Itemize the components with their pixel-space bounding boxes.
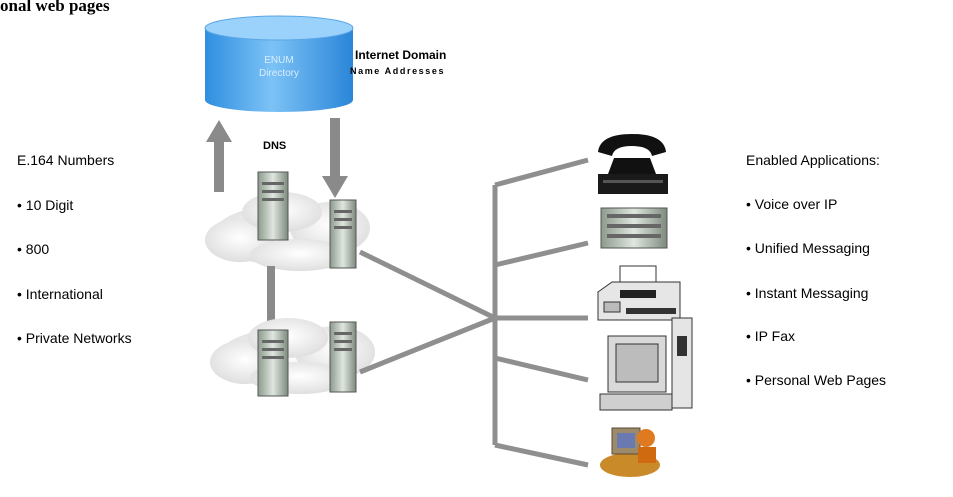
directory-label-line1: ENUM [264,55,294,66]
right-list-item: • Unified Messaging [746,240,870,256]
enum-directory-cylinder [204,15,354,112]
left-list-heading: E.164 Numbers [17,152,115,168]
computer-icon [599,317,693,411]
server-icon [329,321,357,393]
connection-lines [358,157,589,468]
cloud-link-line [267,266,275,332]
domain-label-line2: Name Addresses [350,66,446,76]
domain-label-line1: Internet Domain [355,48,447,62]
telephone-icon [598,134,668,194]
right-list-item: • Personal Web Pages [746,372,887,388]
server-icon [257,329,289,397]
fax-machine-icon [597,265,681,321]
right-list-item: • Voice over IP [746,196,838,212]
person-at-computer-icon [600,427,660,477]
dns-server-icon [329,199,357,269]
dns-server-icon [257,171,289,241]
right-list-heading: Enabled Applications: [746,152,880,168]
server-icon [600,207,668,249]
left-list-item: • 800 [17,241,50,257]
down-arrow [322,118,348,198]
right-list-item: • Instant Messaging [746,285,869,301]
left-list-item: • 10 Digit [17,197,74,213]
page-title: onal web pages [0,0,110,15]
left-list-item: • International [17,286,103,302]
directory-label-line2: Directory [258,68,299,79]
dns-label: DNS [263,140,287,152]
up-arrow [206,120,232,192]
left-list-item: • Private Networks [17,330,132,346]
right-list-item: • IP Fax [746,328,795,344]
